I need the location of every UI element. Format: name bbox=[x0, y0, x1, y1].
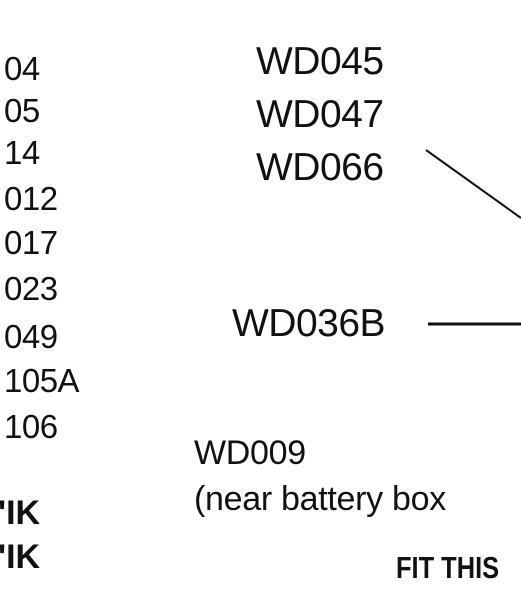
left-code: 017 bbox=[4, 224, 58, 261]
left-code: 05 bbox=[4, 92, 40, 129]
part-label-wd045: WD045 bbox=[256, 40, 384, 83]
left-code: 023 bbox=[4, 270, 58, 307]
left-bold-label: 'IK bbox=[0, 538, 41, 576]
part-label-wd066: WD066 bbox=[256, 146, 384, 189]
left-code: 049 bbox=[4, 318, 58, 355]
left-code: 106 bbox=[4, 408, 58, 445]
left-code: 105A bbox=[4, 362, 80, 399]
leader-line-wd066 bbox=[425, 149, 521, 219]
part-label-wd036b: WD036B bbox=[232, 302, 386, 345]
part-label-wd009: WD009 bbox=[194, 434, 306, 472]
location-note: (near battery box bbox=[194, 480, 446, 518]
left-code: 14 bbox=[4, 134, 40, 171]
left-bold-label: 'IK bbox=[0, 494, 41, 532]
fit-caption: FIT THIS bbox=[396, 550, 500, 585]
part-label-wd047: WD047 bbox=[256, 93, 384, 136]
left-code: 012 bbox=[4, 180, 58, 217]
left-code: 04 bbox=[4, 50, 40, 87]
